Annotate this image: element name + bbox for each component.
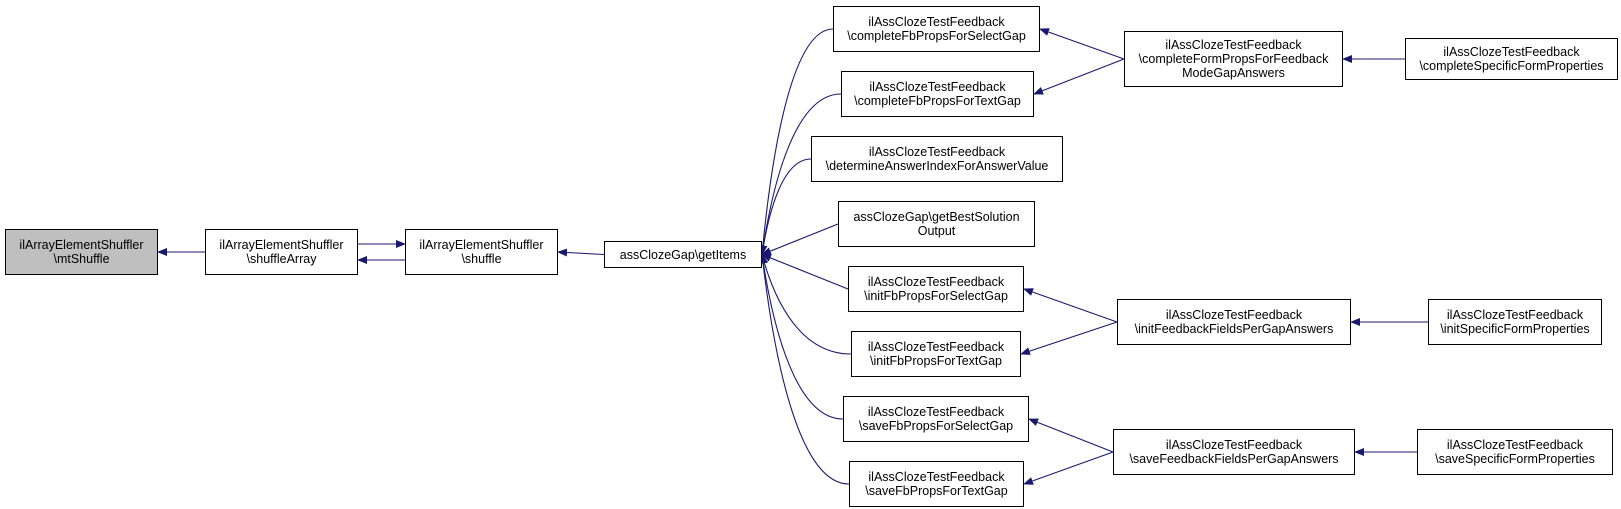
node-mtshuffle-line2: \mtShuffle: [53, 252, 110, 266]
node-initspecificformproperties[interactable]: ilAssClozeTestFeedback \initSpecificForm…: [1428, 299, 1602, 345]
edge-complete_form_props-to-complete_text: [1033, 58, 1125, 95]
node-initfbpropsforselectgap-line1: ilAssClozeTestFeedback: [867, 275, 1005, 289]
node-completeformpropsforfeedbackmodegapanswers[interactable]: ilAssClozeTestFeedback \completeFormProp…: [1124, 31, 1343, 87]
node-initfeedbackfields-line2: \initFeedbackFieldsPerGapAnswers: [1134, 322, 1334, 336]
node-savefbpropsfortextgap[interactable]: ilAssClozeTestFeedback \saveFbPropsForTe…: [849, 461, 1024, 507]
node-determineanswerindexforanswervalue[interactable]: ilAssClozeTestFeedback \determineAnswerI…: [811, 136, 1063, 182]
node-completeformprops-line3: ModeGapAnswers: [1182, 66, 1285, 80]
node-shufflearray-line1: ilArrayElementShuffler: [219, 238, 344, 252]
edge-init_feedback_fields-to-init_text: [1020, 321, 1118, 355]
node-getbestsolutionoutput-line1: assClozeGap\getBestSolution: [853, 210, 1020, 224]
node-savefbpropsfortextgap-line1: ilAssClozeTestFeedback: [868, 470, 1005, 484]
node-completefbpropsfortextgap[interactable]: ilAssClozeTestFeedback \completeFbPropsF…: [841, 71, 1034, 117]
node-savefbpropsforselectgap-line1: ilAssClozeTestFeedback: [867, 405, 1005, 419]
node-completefbpropsfortextgap-line1: ilAssClozeTestFeedback: [869, 80, 1006, 94]
node-savefbpropsforselectgap[interactable]: ilAssClozeTestFeedback \saveFbPropsForSe…: [843, 396, 1029, 442]
edge-best_solution-to-get_items: [761, 223, 839, 256]
edge-save_feedback_fields-to-save_select: [1028, 418, 1114, 453]
node-initfbpropsforselectgap-line2: \initFbPropsForSelectGap: [864, 289, 1008, 303]
edge-complete_select-to-get_items: [758, 28, 834, 256]
node-savefeedbackfields-line1: ilAssClozeTestFeedback: [1165, 438, 1303, 452]
node-completefbpropsforselectgap-line1: ilAssClozeTestFeedback: [868, 15, 1005, 29]
node-shufflearray-line2: \shuffleArray: [246, 252, 317, 266]
edge-save_select-to-get_items: [759, 253, 844, 420]
node-getitems[interactable]: assClozeGap\getItems: [604, 241, 762, 268]
node-savefeedbackfields-line2: \saveFeedbackFieldsPerGapAnswers: [1129, 452, 1339, 466]
edge-complete_text-to-get_items: [759, 93, 842, 256]
node-initfbpropsforselectgap[interactable]: ilAssClozeTestFeedback \initFbPropsForSe…: [848, 266, 1024, 312]
node-shuffle-line1: ilArrayElementShuffler: [419, 238, 544, 252]
node-completespecific-line2: \completeSpecificFormProperties: [1419, 59, 1604, 73]
edge-get_items-to-shuffle: [557, 248, 605, 257]
node-completefbpropsfortextgap-line2: \completeFbPropsForTextGap: [854, 94, 1021, 108]
edge-determine_index-to-get_items: [759, 158, 812, 256]
node-completeformprops-line1: ilAssClozeTestFeedback: [1165, 38, 1302, 52]
node-shufflearray[interactable]: ilArrayElementShuffler \shuffleArray: [205, 229, 358, 275]
node-completefbpropsforselectgap-line2: \completeFbPropsForSelectGap: [847, 29, 1026, 43]
node-savespecificformproperties[interactable]: ilAssClozeTestFeedback \saveSpecificForm…: [1417, 429, 1613, 475]
edge-save_feedback_fields-to-save_text: [1023, 451, 1114, 485]
node-initfeedbackfieldspergapanswers[interactable]: ilAssClozeTestFeedback \initFeedbackFiel…: [1117, 299, 1351, 345]
node-savespecific-line1: ilAssClozeTestFeedback: [1446, 438, 1584, 452]
node-initfeedbackfields-line1: ilAssClozeTestFeedback: [1165, 308, 1303, 322]
node-initspecific-line2: \initSpecificFormProperties: [1440, 322, 1590, 336]
node-mtshuffle-line1: ilArrayElementShuffler: [19, 238, 144, 252]
node-initfbpropsfortextgap-line2: \initFbPropsForTextGap: [870, 354, 1002, 368]
node-determineanswerindexforanswervalue-line1: ilAssClozeTestFeedback: [868, 145, 1006, 159]
node-initfbpropsfortextgap-line1: ilAssClozeTestFeedback: [867, 340, 1005, 354]
edge-save_text-to-get_items: [759, 253, 850, 485]
node-initspecific-line1: ilAssClozeTestFeedback: [1446, 308, 1584, 322]
node-shuffle[interactable]: ilArrayElementShuffler \shuffle: [405, 229, 558, 275]
node-savefbpropsforselectgap-line2: \saveFbPropsForSelectGap: [858, 419, 1014, 433]
edge-init_text-to-get_items: [760, 253, 852, 355]
node-completeformprops-line2: \completeFormPropsForFeedback: [1138, 52, 1329, 66]
edge-init_select-to-get_items: [761, 253, 849, 290]
node-completespecific-line1: ilAssClozeTestFeedback: [1443, 45, 1580, 59]
node-savefeedbackfieldspergapanswers[interactable]: ilAssClozeTestFeedback \saveFeedbackFiel…: [1113, 429, 1355, 475]
edge-complete_form_props-to-complete_select: [1039, 28, 1125, 60]
node-shuffle-line2: \shuffle: [461, 252, 502, 266]
node-completefbpropsforselectgap[interactable]: ilAssClozeTestFeedback \completeFbPropsF…: [833, 6, 1040, 52]
node-initfbpropsfortextgap[interactable]: ilAssClozeTestFeedback \initFbPropsForTe…: [851, 331, 1021, 377]
node-determineanswerindexforanswervalue-line2: \determineAnswerIndexForAnswerValue: [825, 159, 1049, 173]
node-savefbpropsfortextgap-line2: \saveFbPropsForTextGap: [865, 484, 1008, 498]
node-getbestsolutionoutput-line2: Output: [917, 224, 956, 238]
node-mtshuffle: ilArrayElementShuffler \mtShuffle: [5, 229, 158, 275]
node-completespecificformproperties[interactable]: ilAssClozeTestFeedback \completeSpecific…: [1405, 38, 1618, 80]
node-getitems-line1: assClozeGap\getItems: [619, 247, 747, 262]
node-getbestsolutionoutput[interactable]: assClozeGap\getBestSolution Output: [838, 201, 1035, 247]
edge-init_feedback_fields-to-init_select: [1023, 288, 1118, 323]
node-savespecific-line2: \saveSpecificFormProperties: [1435, 452, 1595, 466]
